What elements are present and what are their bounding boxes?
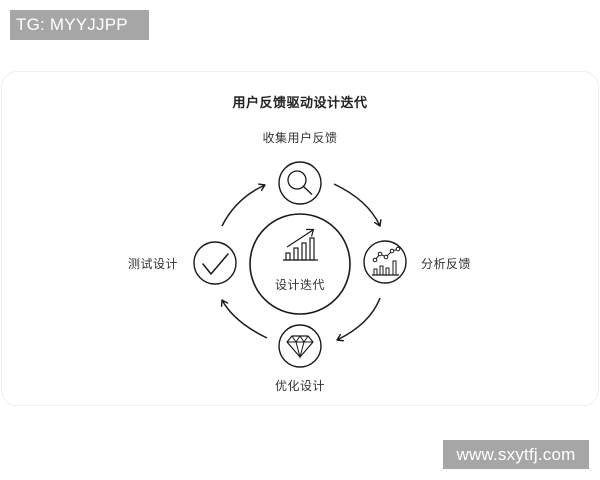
diamond-icon [286, 335, 314, 359]
step-node-test-design [193, 241, 237, 285]
step-label-optimize-design: 优化设计 [274, 379, 325, 393]
magnifier-icon [287, 170, 313, 196]
rising-bar-chart-icon [283, 228, 318, 261]
step-node-optimize-design [278, 324, 322, 368]
arrow-test-to-collect [221, 185, 265, 227]
center-label: 设计迭代 [274, 278, 325, 292]
diagram-title: 用户反馈驱动设计迭代 [232, 96, 368, 111]
line-bar-chart-icon [372, 246, 401, 276]
arrow-analyze-to-optimize [337, 297, 381, 340]
step-label-test-design: 测试设计 [128, 257, 179, 271]
center-node [249, 213, 351, 315]
checkmark-icon [202, 253, 229, 275]
step-node-analyze-feedback [363, 240, 407, 284]
arrow-optimize-to-test [222, 300, 268, 339]
arrow-collect-to-analyze [333, 183, 380, 226]
watermark-top-left: TG: MYYJJPP [10, 10, 149, 40]
step-node-collect-feedback [278, 161, 322, 205]
watermark-bottom-right: www.sxytfj.com [443, 440, 589, 469]
step-label-analyze-feedback: 分析反馈 [421, 257, 472, 271]
step-label-collect-feedback: 收集用户反馈 [262, 131, 338, 145]
